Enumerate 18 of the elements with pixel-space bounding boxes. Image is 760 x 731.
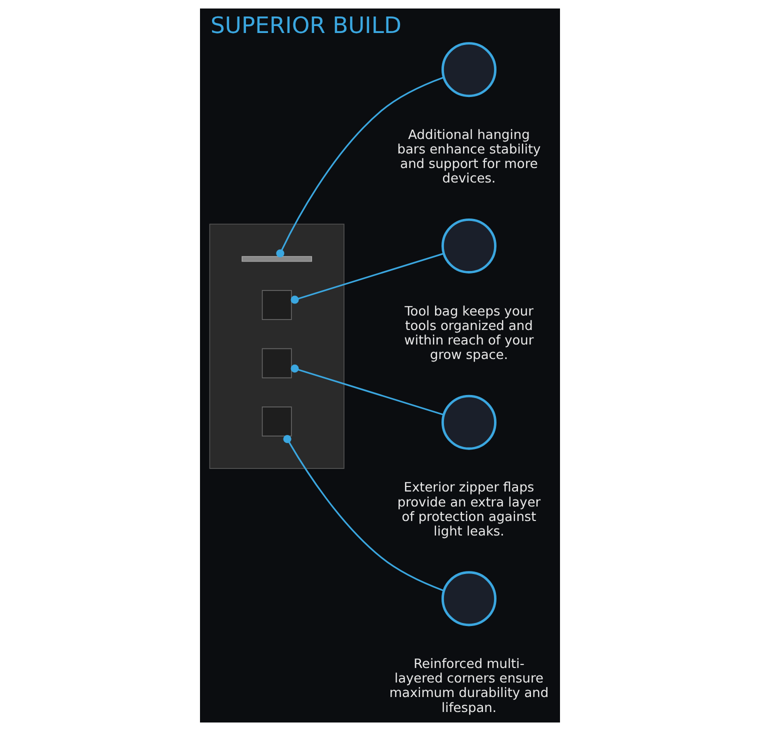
node-bar	[242, 256, 312, 262]
node-circle	[441, 394, 496, 450]
node-circle	[441, 42, 496, 98]
diagram-title: SUPERIOR BUILD	[210, 13, 402, 40]
node-box	[262, 348, 292, 378]
node-label: Additional hanging bars enhance stability and support for more devices.	[397, 128, 541, 187]
connector	[276, 76, 444, 258]
node-circle	[441, 218, 496, 274]
node-label: Tool bag keeps your tools organized and within reach of your grow space.	[404, 304, 534, 364]
node-label: Exterior zipper flaps provide an extra layer of protection against light leaks.	[397, 480, 541, 540]
node-box	[262, 406, 292, 436]
cluster	[209, 224, 344, 469]
connector	[290, 364, 444, 416]
node-box	[262, 290, 292, 320]
node-label: Reinforced multi-layered corners ensure maximum durability and lifespan.	[389, 657, 549, 716]
connector	[290, 252, 444, 304]
node-circle	[441, 571, 496, 626]
connector	[283, 435, 444, 592]
